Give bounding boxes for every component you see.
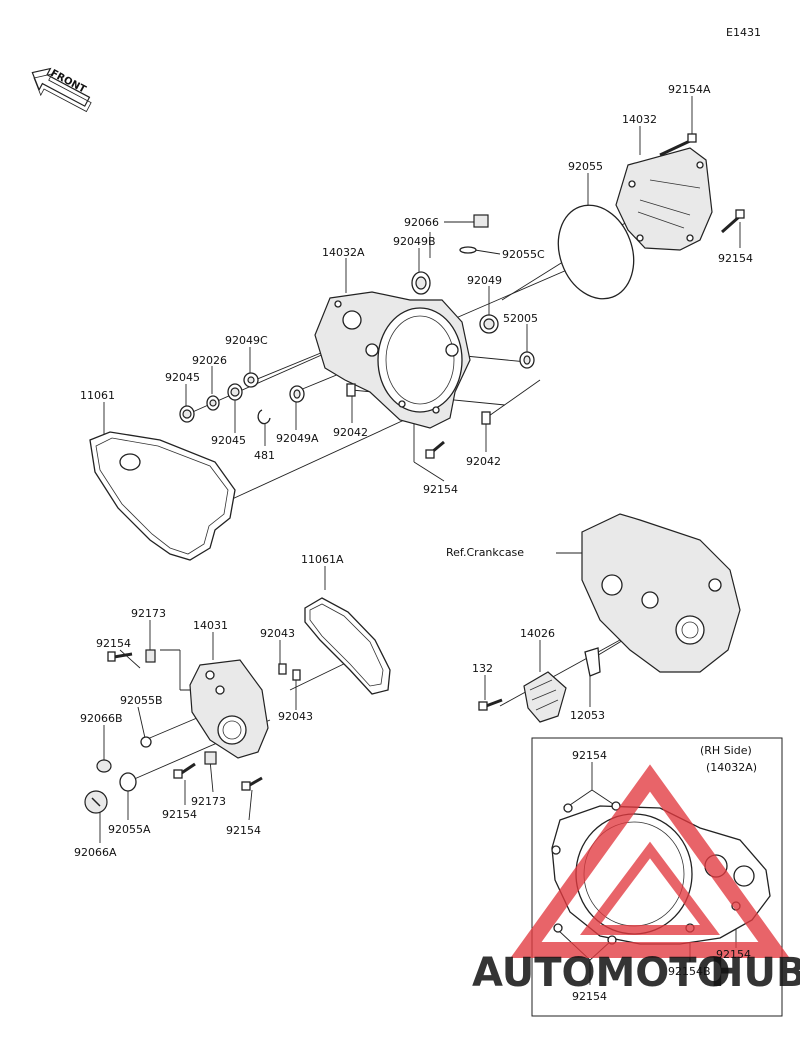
clutch-cover-14032: [615, 147, 713, 251]
label-92045-a: 92045: [165, 371, 200, 384]
inset-title-line1: (RH Side): [700, 744, 752, 757]
front-arrow-icon: [31, 67, 92, 113]
label-92026: 92026: [192, 354, 227, 367]
label-14031: 14031: [193, 619, 228, 632]
diagram-code: E1431: [726, 26, 761, 39]
o-ring-92055: [557, 204, 635, 300]
collar-92173-upper: [145, 649, 156, 663]
bolt-92154-lower-mid: [173, 762, 196, 779]
label-92154A: 92154A: [668, 83, 711, 96]
label-92154-lower-mid: 92154: [162, 808, 197, 821]
dowel-92042-a: [346, 383, 356, 397]
label-92066: 92066: [404, 216, 439, 229]
inset-title-line2: (14032A): [706, 761, 757, 774]
label-92055C: 92055C: [502, 248, 545, 261]
dowel-92043-a: [278, 663, 287, 675]
dowel-92042-b: [481, 411, 491, 425]
label-92154-lower-right: 92154: [226, 824, 261, 837]
gasket-11061: [89, 431, 236, 561]
guide-14026: [523, 671, 567, 723]
label-92154-inset-top: 92154: [572, 749, 607, 762]
gasket-11061A: [304, 597, 391, 695]
bracket-12053: [584, 647, 601, 677]
bolt-92154-center: [425, 440, 445, 459]
label-92049C: 92049C: [225, 334, 268, 347]
dowel-92043-b: [292, 669, 301, 681]
o-ring-92055C: [459, 246, 477, 254]
label-92066A: 92066A: [74, 846, 117, 859]
plug-92066: [473, 214, 489, 228]
bolt-132: [478, 698, 503, 711]
part-labels: 92154A 14032 92055 92154 92066 92049B 92…: [74, 83, 753, 1003]
label-92042-a: 92042: [333, 426, 368, 439]
label-14026: 14026: [520, 627, 555, 640]
label-92173-lower: 92173: [191, 795, 226, 808]
label-92154-right: 92154: [718, 252, 753, 265]
washer-92045-a: [179, 405, 195, 423]
washer-92045-b: [227, 383, 243, 401]
label-92055A: 92055A: [108, 823, 151, 836]
watermark-logo-icon: [510, 764, 790, 958]
bolt-92154A: [659, 133, 697, 157]
label-92043-a: 92043: [260, 627, 295, 640]
watermark-hub: HUB: [710, 950, 800, 996]
label-92154B-inset: 92154B: [668, 965, 711, 978]
label-92045-b: 92045: [211, 434, 246, 447]
label-92055B: 92055B: [120, 694, 163, 707]
label-92049: 92049: [467, 274, 502, 287]
label-92154-inset-right: 92154: [716, 948, 751, 961]
label-132: 132: [472, 662, 493, 675]
label-92049A: 92049A: [276, 432, 319, 445]
cap-92066A: [84, 790, 108, 814]
label-12053: 12053: [570, 709, 605, 722]
collar-92026: [206, 395, 220, 411]
label-14032: 14032: [622, 113, 657, 126]
bearing-52005: [519, 351, 535, 369]
rh-cover-14032A: [314, 291, 471, 429]
label-92154-center: 92154: [423, 483, 458, 496]
collar-92173-lower: [204, 751, 217, 765]
label-14032A: 14032A: [322, 246, 365, 259]
bolt-92154-lower-left: [107, 651, 133, 662]
label-11061: 11061: [80, 389, 115, 402]
generator-cover-14031: [189, 659, 269, 759]
bolt-92154-lower-right: [241, 776, 263, 791]
label-92154-inset-bottom: 92154: [572, 990, 607, 1003]
crankcase-reference: [581, 513, 741, 673]
o-ring-92055B: [140, 736, 152, 748]
label-92043-b: 92043: [278, 710, 313, 723]
label-92049B: 92049B: [393, 235, 436, 248]
label-92154-lower-left: 92154: [96, 637, 131, 650]
oil-seal-92049: [479, 314, 499, 334]
label-11061A: 11061A: [301, 553, 344, 566]
label-92066B: 92066B: [80, 712, 123, 725]
oil-seal-92049C: [243, 372, 259, 388]
label-52005: 52005: [503, 312, 538, 325]
gasket-11061-window: [119, 453, 141, 471]
bolt-92154-right: [721, 209, 745, 234]
label-92042-b: 92042: [466, 455, 501, 468]
circlip-481: [257, 409, 271, 425]
label-92055: 92055: [568, 160, 603, 173]
oil-seal-92049B: [411, 271, 431, 295]
ref-crankcase-label: Ref.Crankcase: [446, 546, 524, 559]
label-92173-upper: 92173: [131, 607, 166, 620]
oil-seal-92049A: [289, 385, 305, 403]
label-481: 481: [254, 449, 275, 462]
plug-92066B: [96, 759, 112, 773]
watermark-automoto: AUTOMOTO: [472, 950, 731, 996]
o-ring-92055A: [119, 772, 137, 792]
inset-frame: [531, 737, 783, 1017]
